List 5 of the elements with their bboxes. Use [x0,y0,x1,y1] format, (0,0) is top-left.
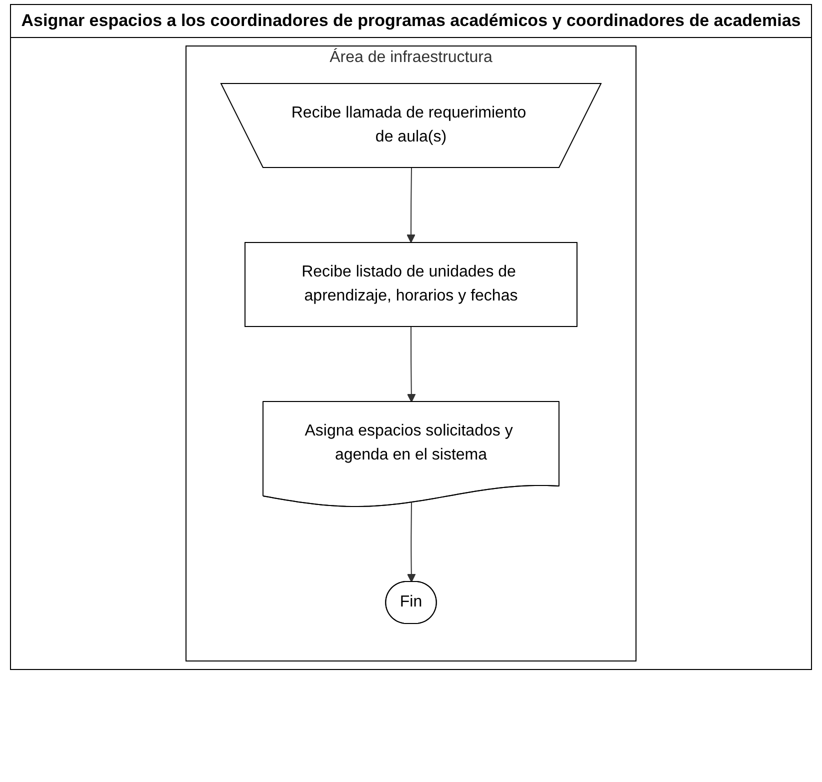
node-box: Recibe listado de unidades de aprendizaje, horarios y fechas [244,242,578,327]
diagram-title: Asignar espacios a los coordinadores de programas académicos y coordinadores de academias [11,5,811,38]
arrow [407,326,416,402]
arrow [407,502,416,582]
arrow [406,168,416,243]
